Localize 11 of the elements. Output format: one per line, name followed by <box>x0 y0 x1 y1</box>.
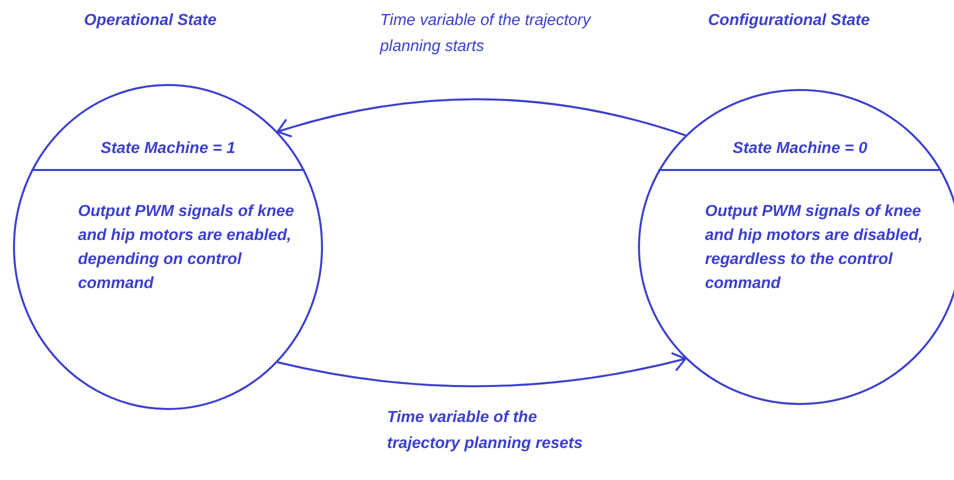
state-description: Output PWM signals of knee and hip motors are disabled, regardless to the control command <box>705 202 924 294</box>
state-description: Output PWM signals of knee and hip motors are enabled, depending on control command <box>78 202 296 294</box>
curved-arrow <box>277 352 686 388</box>
state-ellipse <box>13 84 323 410</box>
state-header: State Machine = 0 <box>732 140 868 158</box>
state-header: State Machine = 1 <box>100 140 236 158</box>
curved-arrow <box>276 98 686 138</box>
edge-label: Time variable of the trajectory planning resets <box>387 408 584 454</box>
state-title: Operational State <box>84 12 216 30</box>
edge-label: Time variable of the trajectory planning starts <box>380 11 592 57</box>
state-title: Configurational State <box>708 12 870 30</box>
